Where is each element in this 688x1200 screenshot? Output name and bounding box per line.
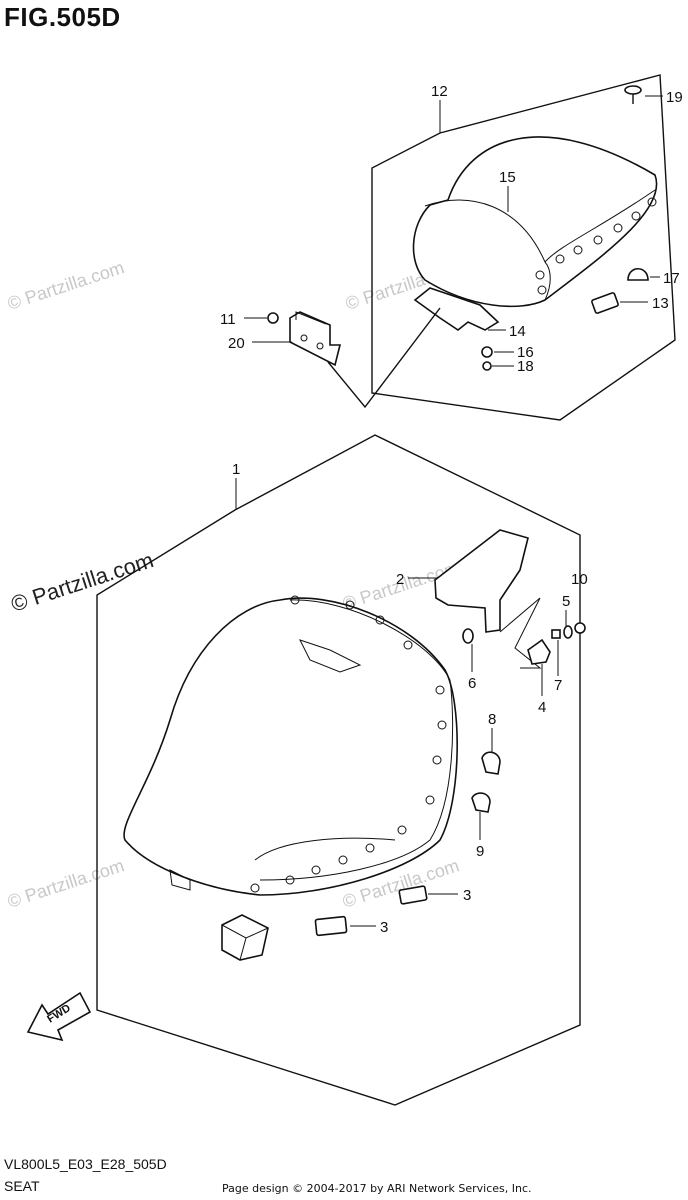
watermark-main: © Partzilla.com xyxy=(8,547,157,617)
collar-7 xyxy=(551,629,561,639)
washer-6 xyxy=(462,628,474,644)
clamp-4 xyxy=(527,638,551,665)
callout-17: 17 xyxy=(663,270,680,287)
callout-18: 18 xyxy=(517,358,534,375)
callout-13: 13 xyxy=(652,295,669,312)
clip-3a xyxy=(398,885,428,905)
callout-20: 20 xyxy=(228,335,245,352)
nut-18 xyxy=(482,361,492,371)
watermark: © Partzilla.com xyxy=(5,257,127,314)
cushion-9 xyxy=(471,792,491,813)
callout-2: 2 xyxy=(396,571,404,588)
callout-10: 10 xyxy=(571,571,588,588)
figure-name: SEAT xyxy=(4,1178,40,1194)
callout-19: 19 xyxy=(666,89,683,106)
figure-title: FIG.505D xyxy=(4,2,121,32)
washer-5 xyxy=(563,625,573,639)
callouts: 12 19 15 17 13 14 16 18 11 20 1 2 10 5 6… xyxy=(220,83,683,936)
callout-14: 14 xyxy=(509,323,526,340)
seat-bracket xyxy=(434,529,529,633)
callout-3a: 3 xyxy=(463,887,471,904)
callout-12: 12 xyxy=(431,83,448,100)
connector-line xyxy=(327,307,441,409)
callout-5: 5 xyxy=(562,593,570,610)
callout-11: 11 xyxy=(220,311,236,328)
clip-3b xyxy=(314,915,348,937)
rear-seat xyxy=(412,136,658,308)
callout-9: 9 xyxy=(476,843,484,860)
seat-hook-bracket xyxy=(289,311,342,367)
cushion-17 xyxy=(627,267,649,281)
callout-15: 15 xyxy=(499,169,516,186)
bracket-hook-line xyxy=(499,597,542,669)
figure-code: VL800L5_E03_E28_505D xyxy=(4,1156,167,1172)
group-outline-rear xyxy=(371,74,676,421)
callout-7: 7 xyxy=(554,677,562,694)
callout-8: 8 xyxy=(488,711,496,728)
group-outline-front xyxy=(96,434,581,1106)
callout-6: 6 xyxy=(468,675,476,692)
nut-11 xyxy=(267,312,279,324)
leader-lines xyxy=(235,95,663,927)
washer-16 xyxy=(481,346,493,358)
callout-3b: 3 xyxy=(380,919,388,936)
callout-16: 16 xyxy=(517,344,534,361)
front-seat xyxy=(123,595,458,896)
callout-1: 1 xyxy=(232,461,240,478)
rear-seat-bracket xyxy=(413,287,500,331)
watermark: © Partzilla.com xyxy=(5,855,127,912)
copyright-footer: Page design © 2004-2017 by ARI Network S… xyxy=(222,1182,532,1195)
clip-13 xyxy=(591,292,619,314)
cushion-8 xyxy=(481,751,501,775)
callout-4: 4 xyxy=(538,699,546,716)
fwd-arrow: FWD xyxy=(26,991,92,1042)
nut-10 xyxy=(574,622,586,634)
bolt-19 xyxy=(624,85,642,104)
pad-block-edge xyxy=(221,924,269,961)
